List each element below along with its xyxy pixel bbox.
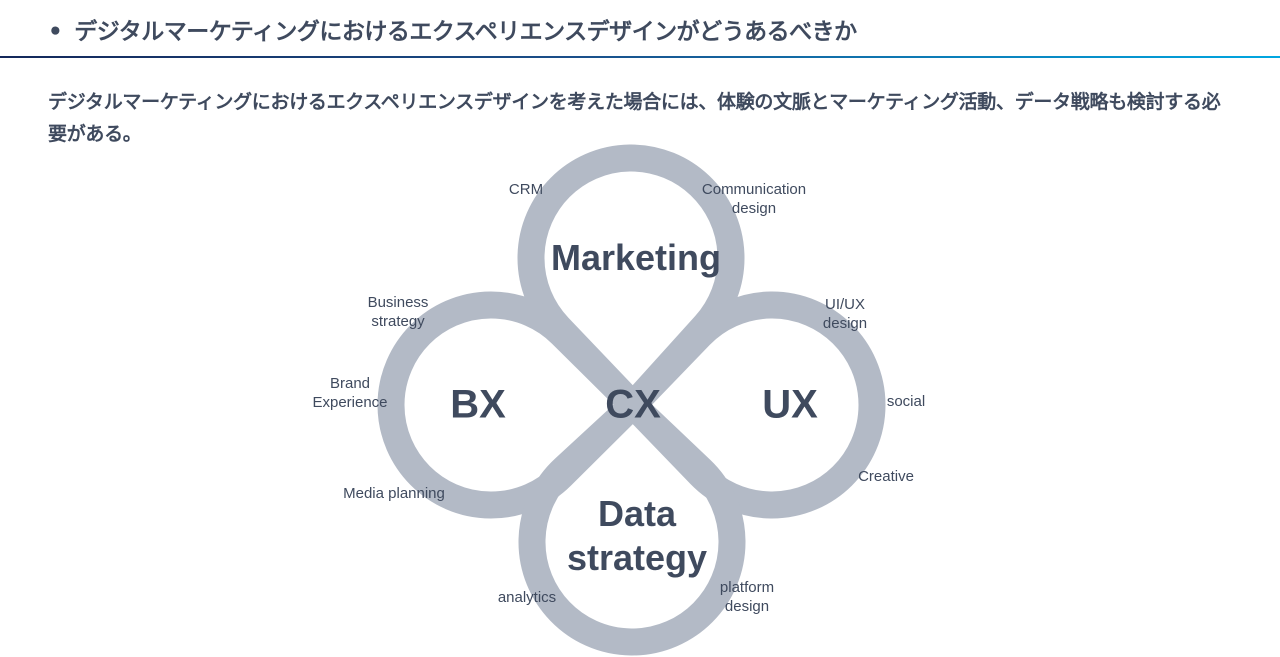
lobe-ring-data-strategy	[518, 391, 746, 656]
center-cx: CX	[605, 382, 661, 427]
label-media-planning: Media planning	[343, 485, 445, 502]
title-text: デジタルマーケティングにおけるエクスペリエンスデザインがどうあるべきか	[74, 19, 857, 45]
lobe-marketing: Marketing	[550, 237, 722, 278]
lobe-ring-marketing	[517, 144, 745, 419]
lobe-ux: UX	[762, 382, 818, 427]
title-divider	[0, 56, 1280, 58]
bullet: •	[48, 19, 63, 45]
description-text: デジタルマーケティングにおけるエクスペリエンスデザインを考えた場合には、体験の文…	[48, 91, 1221, 145]
lobe-bx: BX	[450, 382, 506, 427]
label-analytics: analytics	[497, 589, 557, 606]
label-creative: Creative	[858, 468, 914, 485]
label-social: social	[886, 393, 926, 410]
page-title: • デジタルマーケティングにおけるエクスペリエンスデザインがどうあるべきか	[48, 12, 857, 46]
label-crm: CRM	[508, 181, 544, 198]
lobe-ring-bx	[377, 291, 647, 519]
lobe-ring-ux	[619, 291, 886, 519]
